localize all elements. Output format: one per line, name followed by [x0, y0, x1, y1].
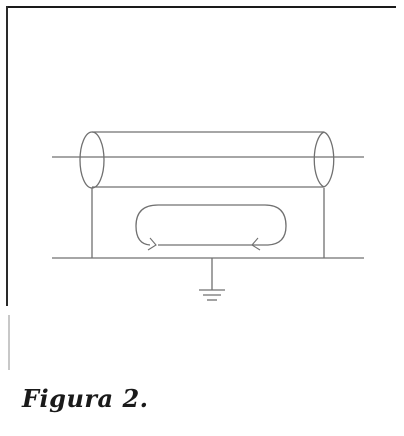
frame-left-faint-border [8, 315, 10, 370]
coaxial-cable-shield [79, 131, 335, 189]
frame-top-border [6, 6, 396, 8]
frame-left-border [6, 6, 8, 306]
ground-symbol [199, 258, 225, 301]
figure-caption: Figura 2. [22, 384, 149, 413]
current-loop-arrow [135, 204, 287, 251]
